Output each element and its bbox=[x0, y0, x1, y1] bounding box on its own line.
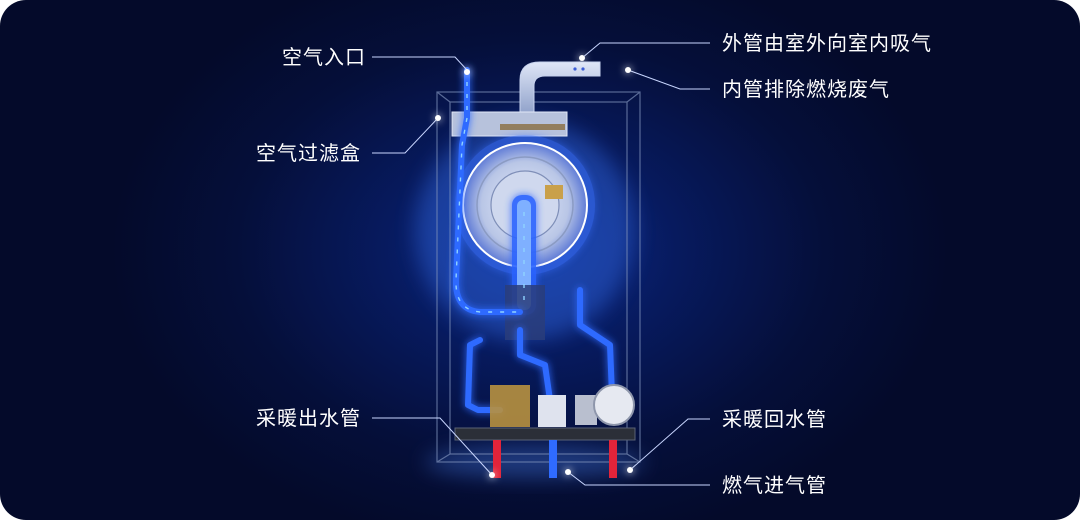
label-inner-pipe: 内管排除燃烧废气 bbox=[722, 77, 890, 101]
label-heating-return-pipe: 采暖回水管 bbox=[722, 407, 827, 431]
label-air-inlet: 空气入口 bbox=[282, 45, 366, 69]
flue-pipe bbox=[519, 61, 601, 116]
bottom-pipes bbox=[493, 440, 617, 478]
boiler-frame bbox=[436, 91, 641, 463]
label-air-filter-box: 空气过滤盒 bbox=[256, 141, 361, 165]
label-heating-outlet-pipe: 采暖出水管 bbox=[256, 406, 361, 430]
label-gas-inlet-pipe: 燃气进气管 bbox=[722, 473, 827, 497]
air-flow-highlights bbox=[455, 70, 525, 313]
leader-lines bbox=[372, 42, 710, 486]
leader-dots bbox=[435, 55, 633, 478]
label-outer-pipe: 外管由室外向室内吸气 bbox=[722, 31, 932, 55]
